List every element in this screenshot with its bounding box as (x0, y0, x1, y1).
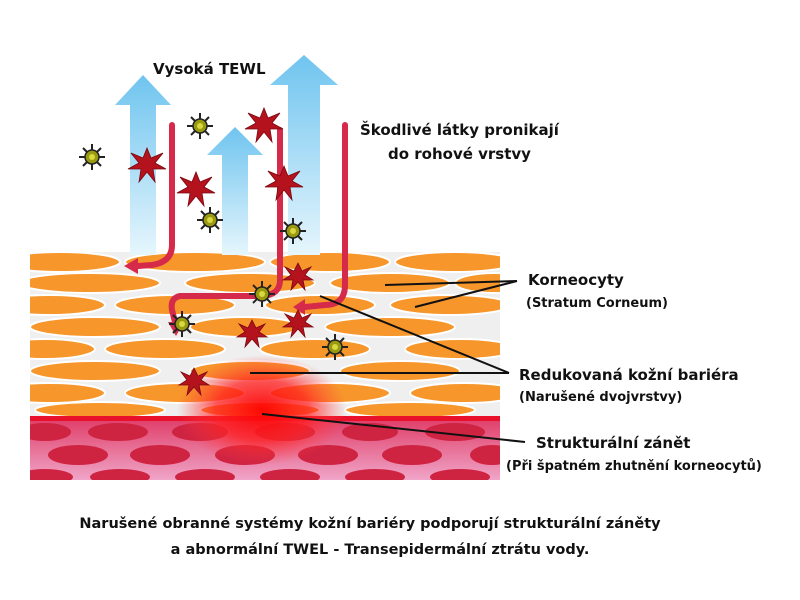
inflammation-label: Strukturální zánět (536, 434, 691, 452)
barrier-sublabel: (Narušené dvojvrstvy) (519, 390, 683, 405)
callout-lines (250, 280, 526, 443)
callout-inflammation (261, 413, 526, 443)
corneocytes-label: Korneocyty (528, 271, 624, 289)
callout-corneocyte-1 (384, 280, 518, 286)
allergen-star (281, 309, 315, 339)
caption-line2: a abnormální TWEL - Transepidermální ztr… (170, 542, 590, 558)
virus (187, 113, 213, 139)
allergen-star (177, 367, 211, 397)
harmful-substances-label-line1: Škodlivé látky pronikají (360, 121, 559, 139)
allergen-particles (127, 106, 315, 397)
virus (249, 281, 275, 307)
harmful-substances-label-line2: do rohové vrstvy (388, 145, 531, 163)
callout-barrier-1 (319, 295, 510, 374)
callout-corneocyte-2 (414, 280, 518, 308)
virus-particles (79, 113, 348, 360)
virus (197, 207, 223, 233)
penetration-arrows (135, 122, 348, 329)
barrier-label: Redukovaná kožní bariéra (519, 366, 739, 384)
tewl-label: Vysoká TEWL (153, 60, 266, 78)
allergen-star (235, 319, 269, 349)
corneocytes-sublabel: (Stratum Corneum) (526, 296, 668, 311)
virus (322, 334, 348, 360)
inflammation-glow (177, 355, 347, 465)
allergen-star (264, 164, 304, 202)
inflammation-sublabel: (Při špatném zhutnění korneocytů) (506, 459, 762, 474)
allergen-star (127, 146, 167, 184)
allergen-star (176, 170, 216, 208)
virus (79, 144, 105, 170)
virus (169, 311, 195, 337)
virus (280, 218, 306, 244)
allergen-star (281, 262, 315, 292)
caption-line1: Narušené obranné systémy kožní bariéry p… (79, 516, 661, 532)
allergen-star (244, 106, 284, 144)
